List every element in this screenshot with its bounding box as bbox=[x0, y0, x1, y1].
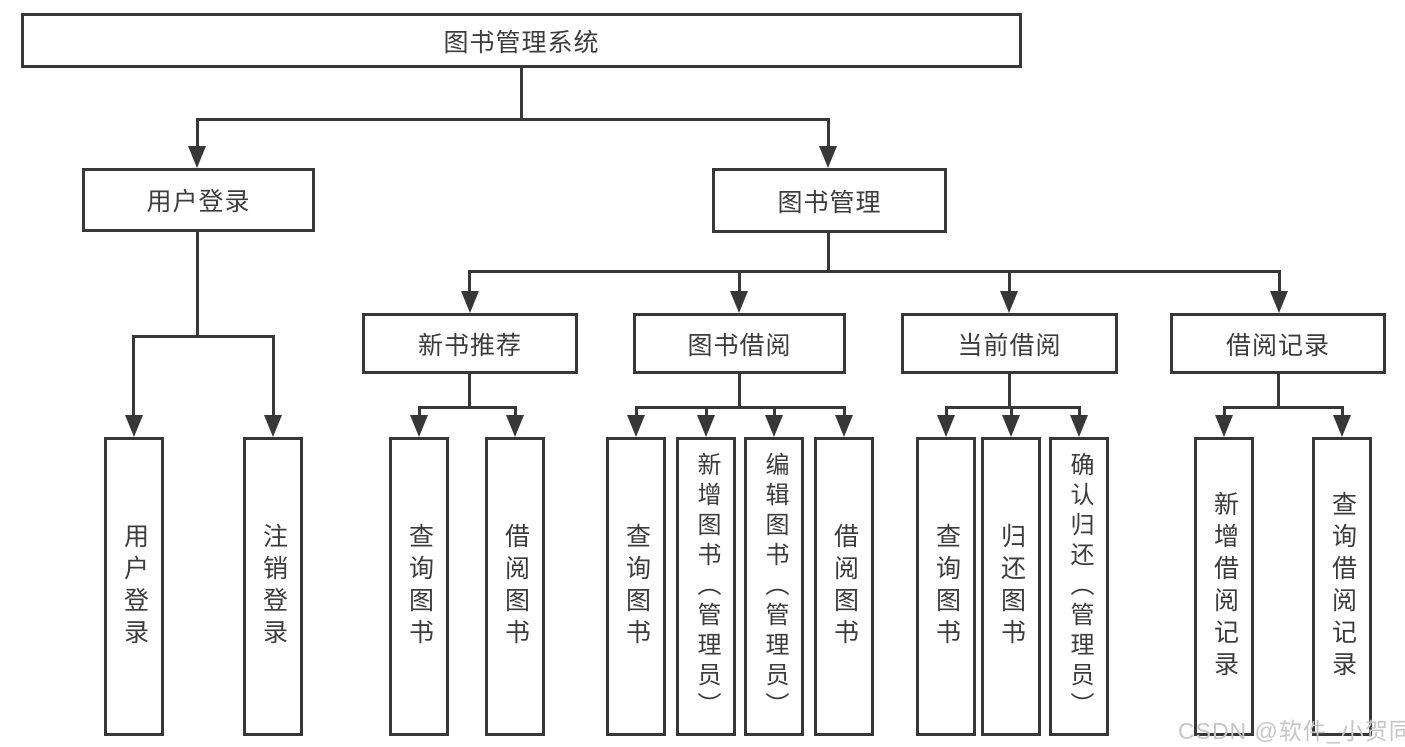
node-borrow-records-label: 借阅记录 bbox=[1225, 331, 1330, 360]
leaf-current-confirm-return-admin-label: 确认归还（管理员） bbox=[1066, 451, 1093, 722]
arrowhead-leaf-logout bbox=[264, 415, 282, 437]
connector-leaf-cb-query-drop bbox=[945, 406, 948, 417]
node-current-borrow-label: 当前借阅 bbox=[957, 331, 1062, 360]
connector-root-stem bbox=[520, 66, 523, 120]
arrowhead-leaf-br-add bbox=[1215, 415, 1233, 437]
arrowhead-leaf-br-query bbox=[1333, 415, 1351, 437]
connector-borrow-stem bbox=[738, 374, 741, 409]
arrowhead-leaf-bb-edit bbox=[765, 415, 783, 437]
connector-borrow-branch bbox=[635, 406, 846, 409]
connector-leaf-br-add-drop bbox=[1223, 406, 1226, 417]
leaf-logout-login: 注销登录 bbox=[243, 437, 303, 736]
leaf-current-return-books: 归还图书 bbox=[981, 437, 1041, 736]
leaf-user-login: 用户登录 bbox=[104, 437, 164, 736]
connector-leaf-br-query-drop bbox=[1341, 406, 1344, 417]
arrowhead-leaf-rec-borrow bbox=[506, 415, 524, 437]
node-user-login: 用户登录 bbox=[82, 168, 315, 232]
connector-level1-branch bbox=[196, 118, 830, 121]
connector-borrow-drop bbox=[738, 270, 741, 295]
connector-leaf-bb-add-drop bbox=[705, 406, 708, 417]
leaf-borrow-borrow-books-label: 借阅图书 bbox=[830, 522, 859, 651]
leaf-recommend-borrow-books: 借阅图书 bbox=[485, 437, 545, 736]
leaf-borrow-edit-books-admin: 编辑图书（管理员） bbox=[744, 437, 804, 736]
connector-recommend-branch bbox=[418, 406, 517, 409]
arrowhead-book-mgmt bbox=[819, 146, 837, 168]
connector-leaf-bb-edit-drop bbox=[773, 406, 776, 417]
leaf-records-query-record-label: 查询借阅记录 bbox=[1328, 490, 1357, 683]
connector-recommend-drop bbox=[468, 270, 471, 295]
connector-leaf-logout-drop bbox=[272, 335, 275, 417]
connector-book-mgmt-drop bbox=[827, 118, 830, 150]
connector-book-mgmt-stem bbox=[827, 233, 830, 273]
connector-leaf-rec-borrow-drop bbox=[514, 406, 517, 417]
leaf-borrow-query-books-label: 查询图书 bbox=[622, 522, 651, 651]
leaf-borrow-edit-books-admin-label: 编辑图书（管理员） bbox=[761, 451, 788, 722]
node-book-management: 图书管理 bbox=[712, 168, 947, 233]
leaf-recommend-borrow-books-label: 借阅图书 bbox=[501, 522, 530, 651]
leaf-borrow-add-books-admin-label: 新增图书（管理员） bbox=[693, 451, 720, 722]
leaf-user-login-label: 用户登录 bbox=[120, 522, 149, 651]
node-user-login-label: 用户登录 bbox=[146, 188, 251, 216]
leaf-records-query-record: 查询借阅记录 bbox=[1312, 437, 1372, 736]
arrowhead-user-login bbox=[188, 146, 206, 168]
node-borrow-records: 借阅记录 bbox=[1170, 313, 1386, 374]
node-library-system-label: 图书管理系统 bbox=[443, 28, 600, 57]
leaf-current-confirm-return-admin: 确认归还（管理员） bbox=[1049, 437, 1109, 736]
leaf-borrow-borrow-books: 借阅图书 bbox=[814, 437, 874, 736]
connector-leaf-bb-borrow-drop bbox=[843, 406, 846, 417]
leaf-current-query-books-label: 查询图书 bbox=[932, 522, 961, 651]
arrowhead-current bbox=[1000, 291, 1018, 313]
node-current-borrow: 当前借阅 bbox=[901, 313, 1118, 374]
connector-user-login-branch bbox=[132, 335, 275, 338]
connector-leaf-cb-return-drop bbox=[1010, 406, 1013, 417]
arrowhead-records bbox=[1270, 291, 1288, 313]
leaf-borrow-query-books: 查询图书 bbox=[606, 437, 666, 736]
node-book-management-label: 图书管理 bbox=[777, 188, 882, 217]
leaf-current-query-books: 查询图书 bbox=[916, 437, 976, 736]
leaf-recommend-query-books-label: 查询图书 bbox=[405, 522, 434, 651]
connector-leaf-bb-query-drop bbox=[635, 406, 638, 417]
connector-recommend-stem bbox=[468, 374, 471, 409]
leaf-records-add-record-label: 新增借阅记录 bbox=[1210, 490, 1239, 683]
node-new-book-recommend: 新书推荐 bbox=[362, 313, 578, 374]
connector-leaf-cb-confirm-drop bbox=[1078, 406, 1081, 417]
connector-current-branch bbox=[945, 406, 1081, 409]
leaf-borrow-add-books-admin: 新增图书（管理员） bbox=[676, 437, 736, 736]
arrowhead-leaf-login bbox=[125, 415, 143, 437]
node-book-borrow-label: 图书借阅 bbox=[687, 331, 792, 360]
connector-current-drop bbox=[1008, 270, 1011, 295]
connector-current-stem bbox=[1008, 374, 1011, 409]
arrowhead-leaf-cb-query bbox=[937, 415, 955, 437]
connector-level3-branch bbox=[468, 270, 1281, 273]
leaf-records-add-record: 新增借阅记录 bbox=[1194, 437, 1254, 736]
arrowhead-leaf-cb-return bbox=[1002, 415, 1020, 437]
arrowhead-leaf-bb-query bbox=[627, 415, 645, 437]
node-library-system: 图书管理系统 bbox=[21, 13, 1022, 68]
connector-user-login-stem bbox=[196, 232, 199, 338]
connector-records-drop bbox=[1278, 270, 1281, 295]
arrowhead-leaf-bb-add bbox=[697, 415, 715, 437]
arrowhead-recommend bbox=[461, 291, 479, 313]
node-new-book-recommend-label: 新书推荐 bbox=[417, 331, 522, 360]
connector-records-stem bbox=[1277, 374, 1280, 409]
arrowhead-leaf-bb-borrow bbox=[835, 415, 853, 437]
arrowhead-leaf-rec-query bbox=[410, 415, 428, 437]
leaf-recommend-query-books: 查询图书 bbox=[389, 437, 449, 736]
connector-leaf-rec-query-drop bbox=[418, 406, 421, 417]
connector-user-login-drop bbox=[196, 118, 199, 150]
connector-records-branch bbox=[1223, 406, 1344, 409]
connector-leaf-login-drop bbox=[132, 335, 135, 417]
leaf-logout-login-label: 注销登录 bbox=[259, 522, 288, 651]
arrowhead-leaf-cb-confirm bbox=[1070, 415, 1088, 437]
csdn-watermark: CSDN @软件_小贺同学 bbox=[1178, 718, 1405, 744]
arrowhead-borrow bbox=[730, 291, 748, 313]
node-book-borrow: 图书借阅 bbox=[633, 313, 846, 374]
leaf-current-return-books-label: 归还图书 bbox=[997, 522, 1026, 651]
